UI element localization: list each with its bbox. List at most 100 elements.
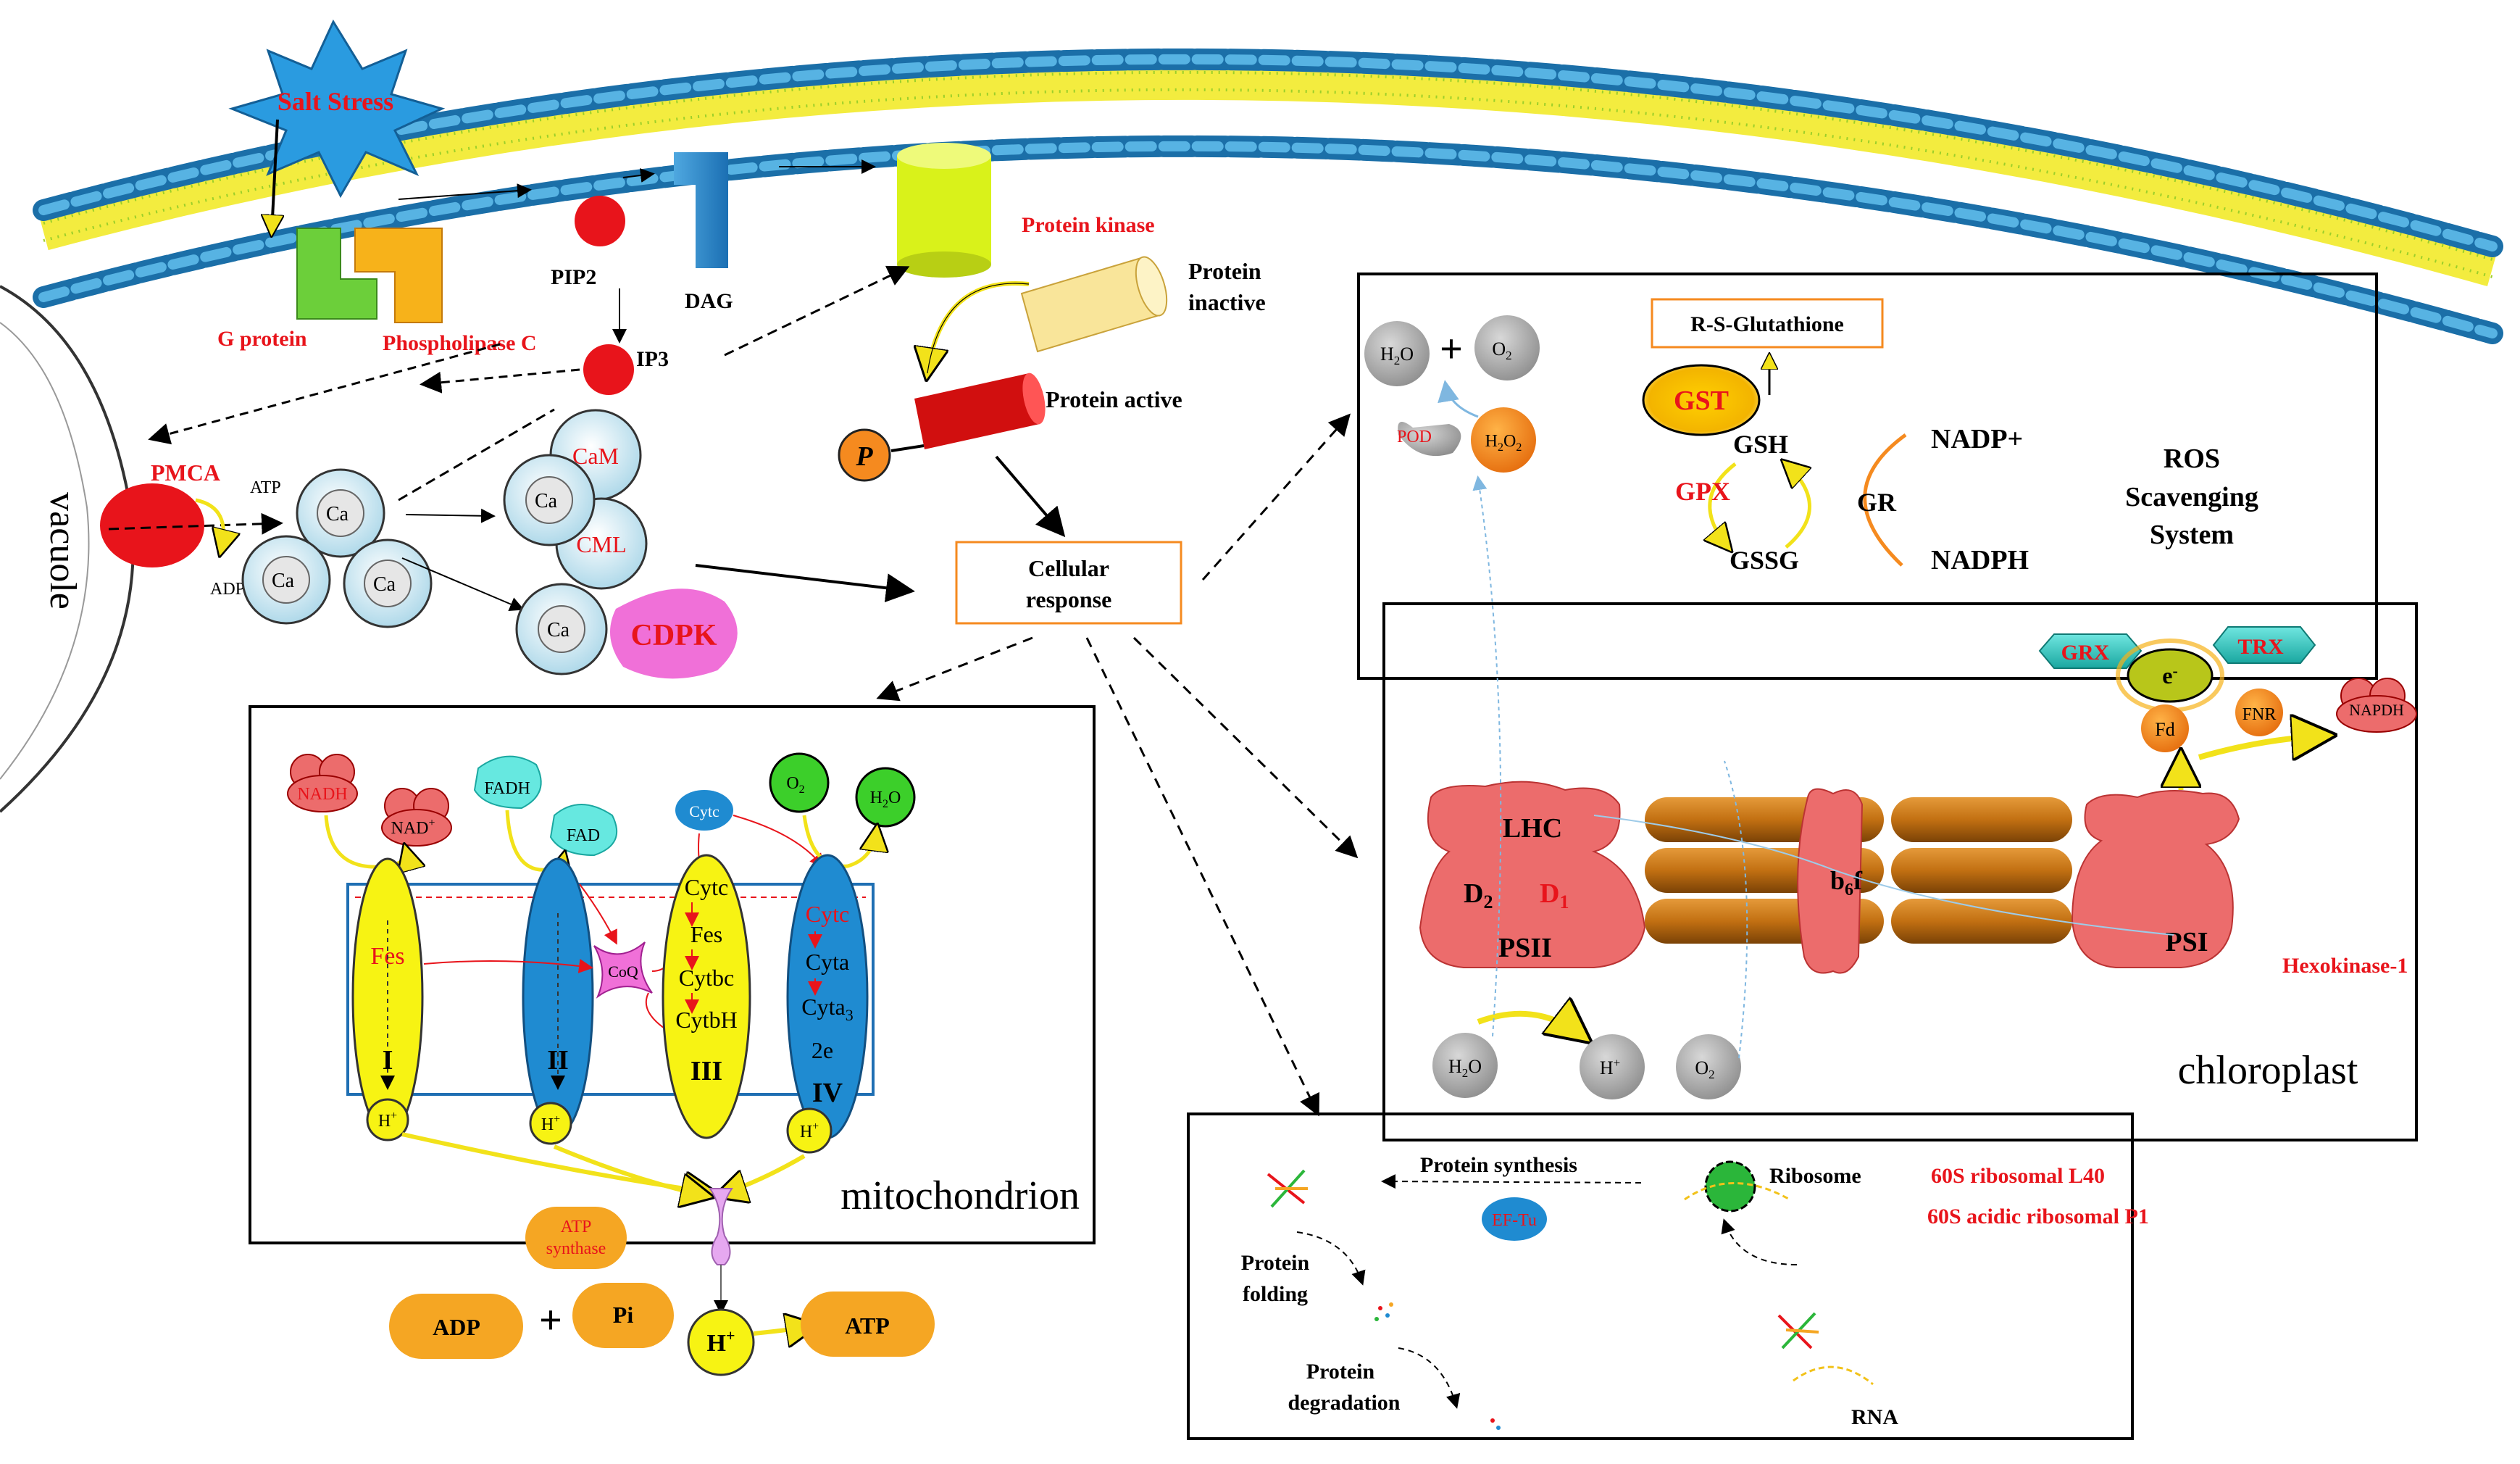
mito-o2-label: O2 [786, 774, 804, 796]
vacuole-outer-boundary [0, 322, 90, 780]
complex-i [351, 857, 424, 1136]
complex-iv-label: IV [812, 1078, 843, 1108]
cytc-top-label: Cytc [689, 802, 719, 820]
chloroplast-box [1382, 602, 2418, 1141]
gst-label: GST [1674, 386, 1729, 416]
nad-label: NAD+ [391, 817, 435, 838]
cdpk-shape [610, 588, 738, 679]
gssg-label: GSSG [1730, 546, 1799, 575]
g-protein-label: G protein [217, 327, 307, 351]
calcium-ion: Ca 2+ [296, 468, 385, 558]
nadp-plus-label: NADP+ [1931, 424, 2023, 454]
ribosomal-l40-label: 60S ribosomal L40 [1931, 1164, 2105, 1188]
c3-cytbh-label: CytbH [675, 1007, 737, 1033]
phosphate-circle [838, 428, 891, 482]
kinase-activation-arrow [927, 281, 1030, 373]
nadh-shape [287, 754, 358, 812]
svg-text:H+: H+ [707, 1326, 735, 1357]
b6f-complex [1797, 788, 1864, 974]
glutathione-box [1651, 298, 1884, 349]
grx-label: GRX [2061, 641, 2110, 665]
pmca-pump [100, 483, 204, 567]
protein-kinase-cylinder [897, 143, 991, 278]
gsh-label: GSH [1733, 430, 1788, 459]
vacuole-label: vacuole [42, 492, 83, 610]
ros-title-2: Scavenging [2125, 482, 2258, 512]
cellular-response-label-1: Cellular [1028, 555, 1109, 581]
o2-to-h2o-arrow [802, 815, 877, 868]
svg-text:H+: H+ [541, 1113, 560, 1134]
ca-to-kinase-arrow [724, 265, 910, 357]
cytc-transfer-arrow [733, 815, 825, 869]
atp-plus: + [539, 1298, 562, 1343]
dag-label: DAG [685, 289, 733, 313]
fadh-label: FADH [484, 779, 530, 798]
pi-pill [572, 1283, 674, 1348]
g-protein-shape [296, 228, 377, 320]
protein-inactive-label-2: inactive [1188, 289, 1266, 315]
c4-cyta-label: Cyta [806, 949, 849, 975]
gr-label: GR [1857, 488, 1897, 517]
ribosomal-p1-label: 60S acidic ribosomal P1 [1927, 1205, 2149, 1228]
ros-h2o-circle: H2O [1364, 321, 1430, 386]
cellular-response-box [955, 541, 1182, 625]
response-to-chloroplast-arrow [1132, 636, 1359, 859]
gst-ellipse [1642, 364, 1761, 436]
chloro-hplus-circle: H+ [1580, 1034, 1645, 1099]
svg-text:O2: O2 [1492, 338, 1511, 362]
ip3-to-pmca-arrow [148, 343, 501, 445]
rna-label: RNA [1851, 1405, 1898, 1429]
svg-text:O2: O2 [1695, 1057, 1714, 1081]
ca-to-kinase-dashed [398, 408, 555, 502]
calcium-ion: Ca 2+ [343, 538, 433, 628]
peptide-icon [1267, 1169, 1308, 1208]
ros-o2-circle: O2 [1474, 315, 1540, 380]
salt-arrow [272, 119, 278, 232]
arrow-to-cellular-response [995, 455, 1066, 538]
phospholipase-c-shape [354, 228, 443, 323]
ip3-label: IP3 [636, 347, 669, 371]
psii-complex [1419, 781, 1646, 968]
mitochondrion-box [249, 705, 1096, 1244]
hplus-circle: H+ [366, 1098, 409, 1141]
trx-label: TRX [2237, 635, 2284, 659]
fadh-shape [473, 755, 542, 810]
phospho-link [890, 444, 925, 452]
atp-synthase-label-1: ATP [561, 1218, 592, 1236]
glutathione-label: R-S-Glutathione [1690, 312, 1844, 336]
cml-label: CML [576, 531, 626, 557]
folded-fragment [1374, 1302, 1393, 1321]
svg-text:Ca: Ca [373, 573, 396, 596]
electron-label: e- [2162, 662, 2178, 689]
calcium-ion-center: Ca 2+ [503, 454, 596, 546]
c4-cyta3-label: Cyta3 [801, 994, 853, 1024]
svg-text:H2O: H2O [1380, 344, 1414, 367]
hplus-flow-3 [721, 1154, 806, 1194]
fd-circle [2141, 704, 2189, 752]
h2o2-to-h2o-arrow [1438, 380, 1479, 418]
nadph-label: NADPH [1931, 545, 2029, 575]
fnr-to-napdh-arrow [2198, 736, 2326, 757]
ip3-circle [583, 344, 634, 395]
chloro-o2-circle: O2 [1676, 1034, 1741, 1099]
psi-label: PSI [2165, 927, 2208, 957]
chloroplast-label: chloroplast [2178, 1048, 2358, 1093]
ros-plus: + [1440, 327, 1463, 372]
grx-hexagon [2038, 633, 2143, 669]
nadh-label: NADH [297, 785, 347, 804]
h2o-to-h2o2-dotted [1472, 475, 1502, 1037]
fnr-circle [2235, 689, 2283, 736]
atp-pill [801, 1292, 935, 1357]
mito-h2o-label: H2O [870, 789, 901, 810]
pmca-ca-arrow [108, 512, 283, 535]
fd-label: Fd [2155, 719, 2174, 740]
arrow-to-response [695, 564, 915, 603]
hexokinase-label: Hexokinase-1 [2282, 954, 2408, 978]
d2-label: D2 [1464, 878, 1493, 912]
calcium-ion: Ca 2+ [241, 535, 331, 625]
protein-kinase-label: Protein kinase [1022, 213, 1155, 237]
complex-i-label: I [383, 1045, 393, 1076]
pmca-atp-arrow [195, 498, 223, 551]
svg-text:Ca: Ca [547, 619, 570, 641]
